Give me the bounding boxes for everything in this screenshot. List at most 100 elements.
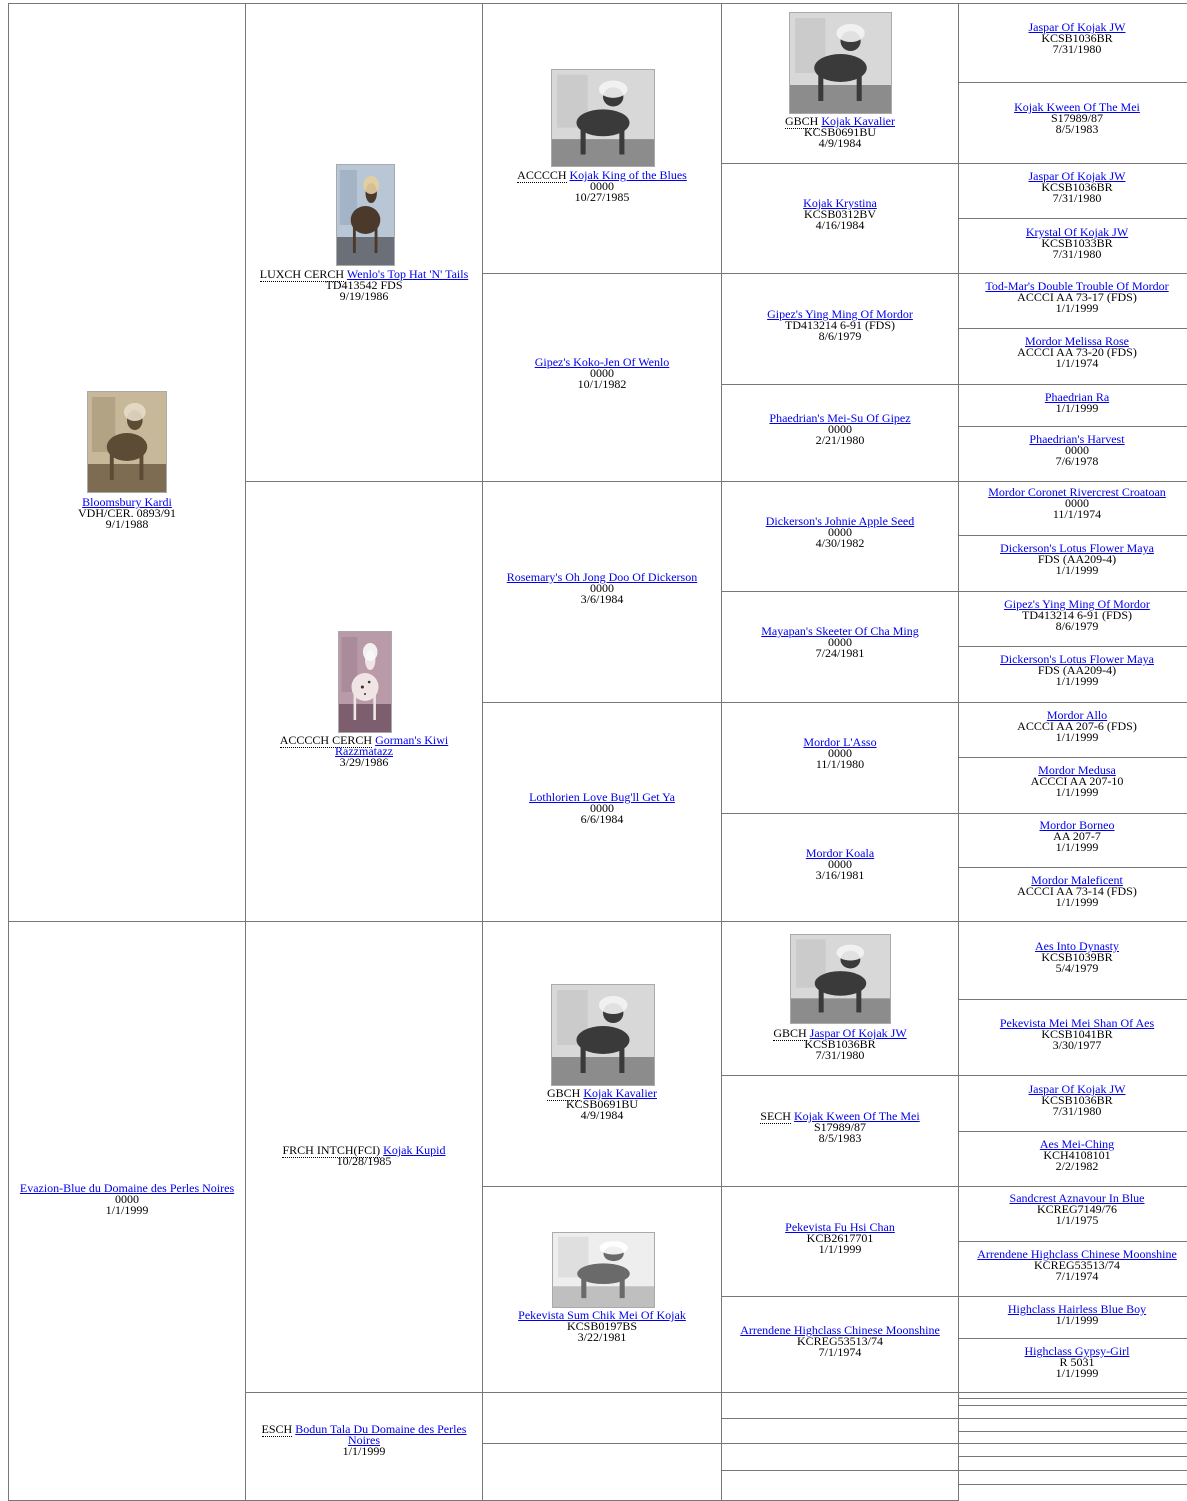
dog-name-link[interactable]: Bodun Tala Du Domaine des Perles Noires bbox=[295, 1422, 467, 1447]
dog-name-link[interactable]: Pekevista Sum Chik Mei Of Kojak bbox=[518, 1308, 686, 1322]
birth-date: 8/6/1979 bbox=[818, 329, 862, 343]
dog-name-link[interactable]: Mordor Melissa Rose bbox=[1025, 334, 1129, 348]
title-abbr[interactable]: ACCCCH bbox=[517, 168, 567, 183]
dog-name-link[interactable]: Aes Mei-Ching bbox=[1039, 1137, 1115, 1151]
dog-name-link[interactable]: Mordor L'Asso bbox=[803, 735, 877, 749]
title-abbr[interactable]: SECH bbox=[760, 1109, 791, 1124]
title-abbr[interactable]: LUXCH CERCH bbox=[259, 267, 345, 282]
dog-name-link[interactable]: Arrendene Highclass Chinese Moonshine bbox=[977, 1247, 1177, 1261]
dog-name-link[interactable]: Phaedrian Ra bbox=[1044, 390, 1110, 404]
dog-name-link[interactable]: Mordor Allo bbox=[1046, 708, 1108, 722]
dog-name-link[interactable]: Dickerson's Lotus Flower Maya bbox=[1000, 541, 1154, 555]
dog-name-link[interactable]: Kojak Kavalier bbox=[583, 1086, 657, 1100]
birth-date: 1/1/1999 bbox=[1055, 730, 1099, 744]
dog-name-link[interactable]: Lothlorien Love Bug'll Get Ya bbox=[529, 790, 675, 804]
registration-number: KCSB1036BR bbox=[1041, 31, 1113, 45]
dog-photo[interactable] bbox=[338, 631, 392, 733]
registration-number: KCREG53513/74 bbox=[1033, 1258, 1120, 1272]
title-abbr[interactable]: GBCH bbox=[785, 114, 819, 129]
dog-name-link[interactable]: Dickerson's Lotus Flower Maya bbox=[1000, 652, 1154, 666]
registration-number: 0000 bbox=[590, 581, 614, 595]
dog-entry: Evazion-Blue du Domaine des Perles Noire… bbox=[9, 1181, 245, 1216]
dog-name-link[interactable]: Gipez's Koko-Jen Of Wenlo bbox=[534, 355, 670, 369]
dog-photo[interactable] bbox=[552, 1232, 655, 1308]
dog-name-link[interactable]: Mayapan's Skeeter Of Cha Ming bbox=[761, 624, 919, 638]
dog-name-link[interactable]: Aes Into Dynasty bbox=[1035, 939, 1119, 953]
dog-name-link[interactable]: Pekevista Fu Hsi Chan bbox=[785, 1220, 895, 1234]
dog-name-link[interactable]: Jaspar Of Kojak JW bbox=[1028, 1082, 1126, 1096]
dog-name-link[interactable]: Rosemary's Oh Jong Doo Of Dickerson bbox=[506, 570, 698, 584]
dog-photo[interactable] bbox=[87, 391, 167, 493]
dog-name-link[interactable]: Pekevista Mei Mei Shan Of Aes bbox=[999, 1016, 1155, 1030]
title-abbr[interactable]: GBCH bbox=[547, 1086, 581, 1101]
dog-name-link[interactable]: Wenlo's Top Hat 'N' Tails bbox=[346, 267, 469, 281]
dog-name-link[interactable]: Tod-Mar's Double Trouble Of Mordor bbox=[985, 279, 1169, 293]
dog-name-link[interactable]: Mordor Koala bbox=[805, 846, 875, 860]
dog-name-link[interactable]: Mordor Borneo bbox=[1039, 818, 1115, 832]
dog-name-link[interactable]: Dickerson's Johnie Apple Seed bbox=[765, 514, 915, 528]
dog-name-link[interactable]: Phaedrian's Mei-Su Of Gipez bbox=[769, 411, 911, 425]
dog-name-link[interactable]: Kojak Kween Of The Mei bbox=[793, 1109, 920, 1123]
title-abbr[interactable]: ESCH bbox=[261, 1422, 293, 1437]
dog-name-link[interactable]: Kojak King of the Blues bbox=[569, 168, 687, 182]
dog-name-link[interactable]: Kojak Kupid bbox=[383, 1143, 446, 1157]
dog-name-link[interactable]: Phaedrian's Harvest bbox=[1029, 432, 1125, 446]
registration-number: KCSB0197BS bbox=[566, 1319, 638, 1333]
dog-name-link[interactable]: Jaspar Of Kojak JW bbox=[1028, 20, 1126, 34]
birth-date: 1/1/1999 bbox=[1055, 563, 1099, 577]
dog-name-link[interactable]: Kojak Kween Of The Mei bbox=[1014, 100, 1140, 114]
dog-photo[interactable] bbox=[789, 12, 892, 114]
dog-name-link[interactable]: Mordor Medusa bbox=[1038, 763, 1116, 777]
dog-name-link[interactable]: Bloomsbury Kardi bbox=[82, 495, 172, 509]
birth-date: 1/1/1999 bbox=[1055, 895, 1099, 909]
dog-name-link[interactable]: Krystal Of Kojak JW bbox=[1025, 225, 1129, 239]
dog-photo[interactable] bbox=[790, 934, 891, 1024]
dog-photo[interactable] bbox=[551, 984, 655, 1086]
dog-name-link[interactable]: Gipez's Ying Ming Of Mordor bbox=[767, 307, 913, 321]
dog-name-link[interactable]: Kojak Kavalier bbox=[821, 114, 895, 128]
dog-name-link[interactable]: Highclass Hairless Blue Boy bbox=[1007, 1302, 1147, 1316]
dog-name-link[interactable]: Highclass Gypsy-Girl bbox=[1024, 1344, 1130, 1358]
birth-date: 1/1/1975 bbox=[1055, 1213, 1099, 1227]
title-abbr[interactable]: FRCH INTCH(FCI) bbox=[282, 1143, 381, 1158]
dog-name-link[interactable]: Evazion-Blue du Domaine des Perles Noire… bbox=[19, 1181, 235, 1195]
pedigree-cell bbox=[721, 1470, 959, 1501]
dog-name-link[interactable]: Jaspar Of Kojak JW bbox=[809, 1026, 907, 1040]
dog-name-link[interactable]: Kojak Krystina bbox=[803, 196, 877, 210]
dog-name-link[interactable]: Mordor Coronet Rivercrest Croatoan bbox=[988, 485, 1166, 499]
title-abbr[interactable]: GBCH bbox=[773, 1026, 807, 1041]
dog-name-link[interactable]: Mordor Maleficent bbox=[1031, 873, 1123, 887]
title-abbr[interactable]: ACCCCH CERCH bbox=[279, 733, 373, 748]
dog-name-link[interactable]: Gorman's Kiwi Razzmatazz bbox=[335, 733, 449, 758]
dog-name-link[interactable]: Sandcrest Aznavour In Blue bbox=[1009, 1191, 1145, 1205]
dog-photo[interactable] bbox=[336, 164, 395, 266]
birth-date: 4/9/1984 bbox=[580, 1108, 624, 1122]
dog-name-link[interactable]: Gipez's Ying Ming Of Mordor bbox=[1004, 597, 1150, 611]
dog-name-link[interactable]: Arrendene Highclass Chinese Moonshine bbox=[740, 1323, 940, 1337]
dog-name-link[interactable]: Jaspar Of Kojak JW bbox=[1028, 169, 1126, 183]
dog-photo[interactable] bbox=[551, 69, 655, 167]
registration-number: 0000 bbox=[1065, 496, 1089, 510]
birth-date: 1/1/1999 bbox=[1055, 1366, 1099, 1380]
